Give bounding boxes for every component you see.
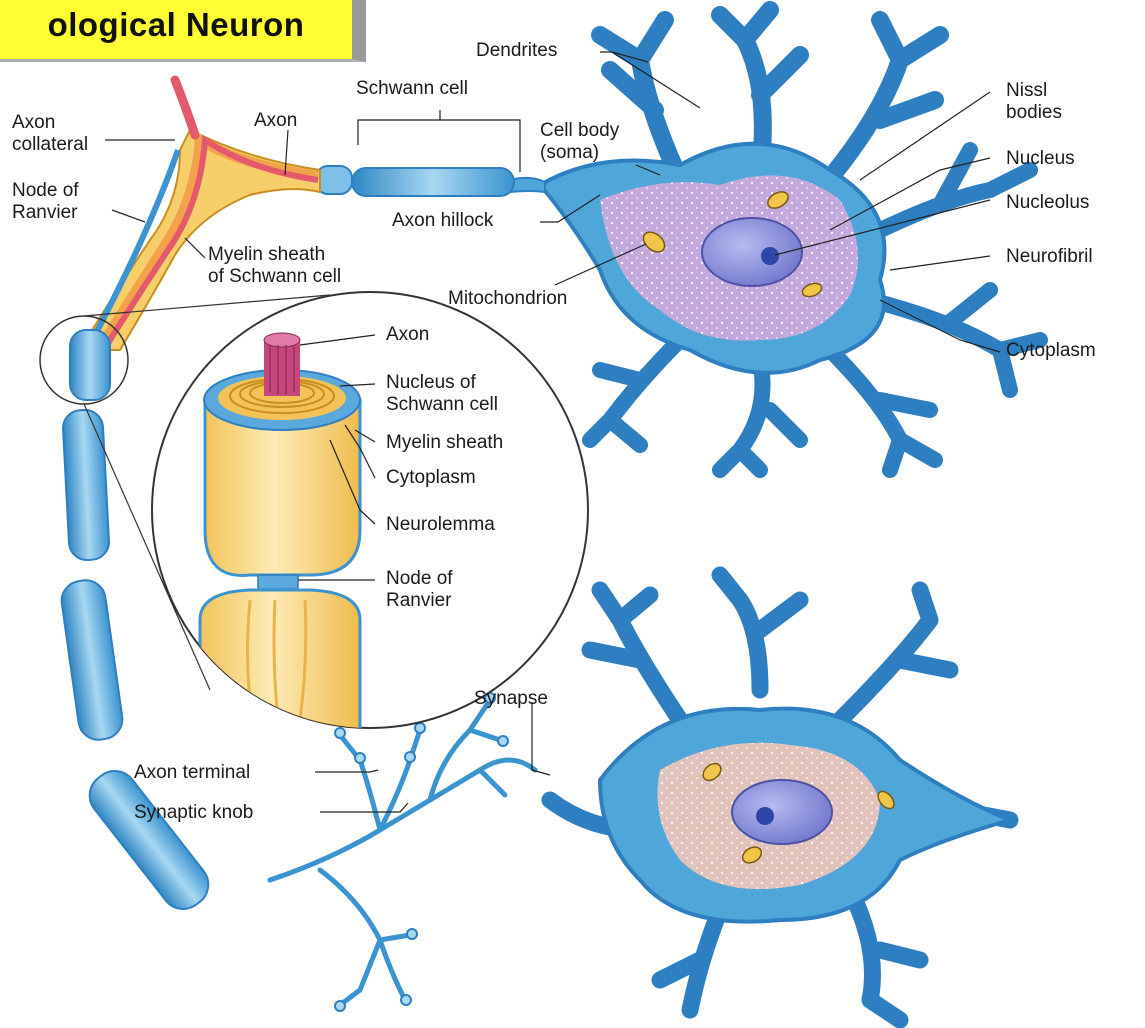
label-neurolemma: Neurolemma <box>386 514 495 536</box>
lower-neuron <box>550 575 1010 1020</box>
schwann-segment-4 <box>81 762 217 918</box>
label-schwann-cell: Schwann cell <box>356 78 468 100</box>
label-nucleolus: Nucleolus <box>1006 192 1089 214</box>
label-nucleus-of-schwann: Nucleus of Schwann cell <box>386 372 498 416</box>
label-nucleus: Nucleus <box>1006 148 1075 170</box>
upper-neuron <box>540 10 1040 470</box>
label-axon-inset: Axon <box>386 324 429 346</box>
label-axon-collateral: Axon collateral <box>12 112 88 156</box>
label-synaptic-knob: Synaptic knob <box>134 802 253 824</box>
label-cell-body: Cell body (soma) <box>540 120 619 164</box>
lower-nucleus <box>732 780 832 844</box>
label-cytoplasm-right: Cytoplasm <box>1006 340 1096 362</box>
label-cytoplasm-inset: Cytoplasm <box>386 467 476 489</box>
schwann-segment-2 <box>62 409 110 561</box>
lower-nucleolus <box>756 807 774 825</box>
axon-collateral <box>175 80 195 135</box>
label-axon-terminal: Axon terminal <box>134 762 250 784</box>
axon-terminals <box>270 700 535 1005</box>
label-dendrites: Dendrites <box>476 40 557 62</box>
label-neurofibril: Neurofibril <box>1006 246 1093 268</box>
label-node-ranvier-inset: Node of Ranvier <box>386 568 453 612</box>
label-mitochondrion: Mitochondrion <box>448 288 567 310</box>
label-nissl-bodies: Nissl bodies <box>1006 80 1062 124</box>
label-synapse: Synapse <box>474 688 548 710</box>
label-axon-top: Axon <box>254 110 297 132</box>
schwann-segment-3 <box>59 578 125 743</box>
schwann-segment-1 <box>352 168 514 196</box>
label-axon-hillock: Axon hillock <box>392 210 493 232</box>
label-myelin-sheath: Myelin sheath <box>386 432 503 454</box>
upper-nucleolus <box>761 247 779 265</box>
label-myelin-schwann: Myelin sheath of Schwann cell <box>208 244 341 288</box>
label-node-ranvier-top: Node of Ranvier <box>12 180 79 224</box>
